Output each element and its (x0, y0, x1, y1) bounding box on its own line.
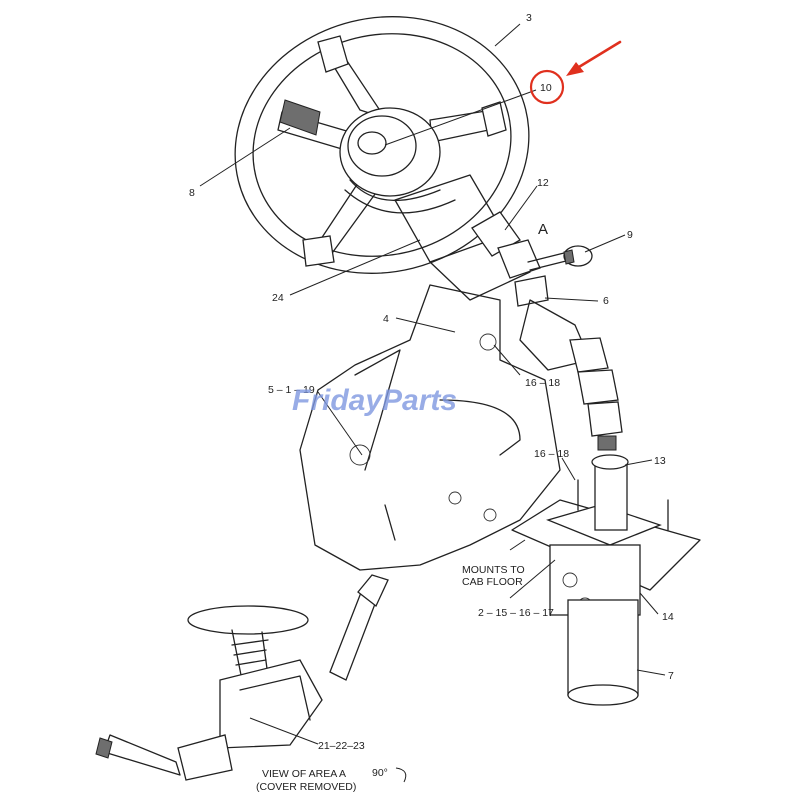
callout-7: 7 (668, 670, 674, 682)
callout-6: 6 (603, 295, 609, 307)
rotation-arrow-icon (395, 767, 407, 783)
callout-24: 24 (272, 292, 284, 304)
callout-4: 4 (383, 313, 389, 325)
callout-10: 10 (540, 82, 552, 94)
mounting-bracket (299, 284, 561, 571)
rotation-note: 90° (372, 767, 388, 779)
callout-12: 12 (537, 177, 549, 189)
callout-16-18-lower: 16 – 18 (534, 448, 569, 460)
highlight-marker (529, 40, 622, 105)
steering-wheel (234, 16, 530, 274)
mounts-note-line2: CAB FLOOR (462, 576, 523, 588)
callout-area-a: A (538, 221, 548, 238)
callout-9: 9 (627, 229, 633, 241)
callout-14: 14 (662, 611, 674, 623)
steering-column (394, 174, 623, 451)
callout-8: 8 (189, 187, 195, 199)
area-a-detail (95, 574, 389, 781)
steering-valve (511, 454, 701, 706)
mounts-note-line1: MOUNTS TO (462, 564, 525, 576)
callout-13: 13 (654, 455, 666, 467)
callout-5-1-19: 5 – 1 – 19 (268, 384, 315, 396)
callout-16-18-upper: 16 – 18 (525, 377, 560, 389)
watermark: FridayParts (292, 384, 457, 417)
view-note-line1: VIEW OF AREA A (262, 768, 346, 780)
callout-2-15-16-17: 2 – 15 – 16 – 17 (478, 607, 554, 619)
callout-21-22-23: 21–22–23 (318, 740, 365, 752)
callout-3: 3 (526, 12, 532, 24)
leader-lines (199, 23, 666, 745)
view-note-line2: (COVER REMOVED) (256, 781, 356, 793)
